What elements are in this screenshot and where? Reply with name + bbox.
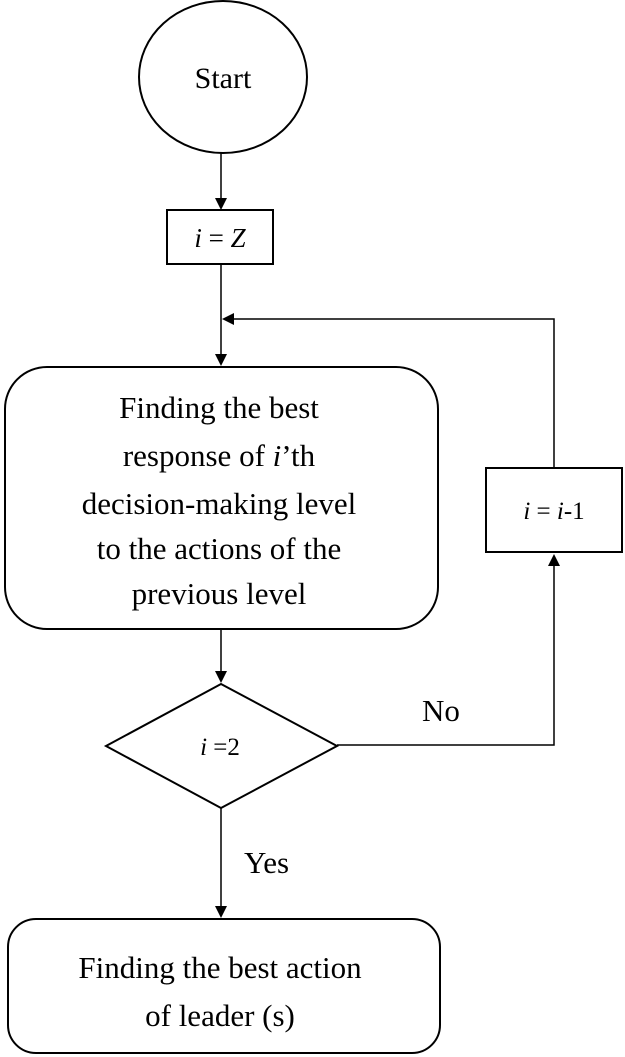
end-line-2: of leader (s) xyxy=(145,998,295,1033)
init-value: Z xyxy=(231,223,247,253)
init-var: i xyxy=(194,223,202,253)
end-box xyxy=(7,918,441,1054)
init-label: i = Z xyxy=(194,223,246,253)
end-line-1: Finding the best action xyxy=(78,950,362,985)
start-node xyxy=(138,0,308,154)
edge-loop-back xyxy=(222,313,555,468)
decrement-suffix: -1 xyxy=(564,498,585,525)
decision-var: i xyxy=(200,734,207,761)
process-line-1: Finding the best xyxy=(119,390,319,425)
start-label: Start xyxy=(195,62,252,95)
decision-rest: =2 xyxy=(207,734,240,761)
decrement-var-1: i xyxy=(523,498,530,525)
decrement-equals: = xyxy=(530,498,557,525)
init-equals: = xyxy=(202,223,231,253)
process-line-4: to the actions of the xyxy=(97,531,342,566)
process-line-2: response of i’th xyxy=(123,438,316,473)
process-line-2-post: ’th xyxy=(281,438,315,473)
process-line-2-var: i xyxy=(273,438,282,473)
decrement-label: i = i-1 xyxy=(523,498,584,525)
process-line-5: previous level xyxy=(132,576,307,611)
edge-no-label: No xyxy=(422,693,460,728)
process-line-3: decision-making level xyxy=(82,486,357,521)
edge-no xyxy=(337,554,560,746)
decrement-var-2: i xyxy=(557,498,564,525)
init-box xyxy=(166,209,274,265)
edge-yes-label: Yes xyxy=(244,845,289,880)
process-line-2-pre: response of xyxy=(123,438,273,473)
decision-label: i =2 xyxy=(200,734,240,761)
